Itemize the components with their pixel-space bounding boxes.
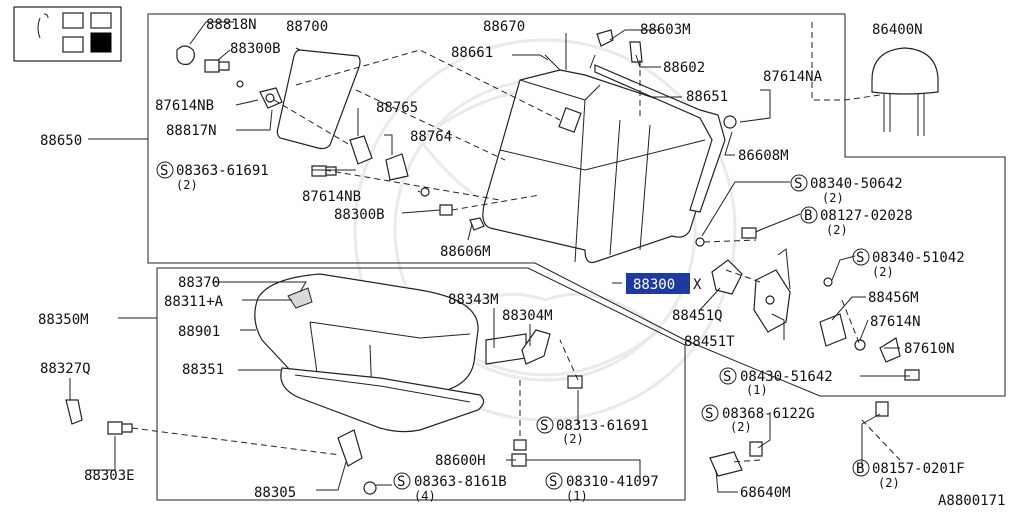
label-08127-02028[interactable]: 08127-02028 — [820, 208, 913, 224]
vehicle-location-icon — [13, 6, 122, 62]
label-87610N[interactable]: 87610N — [904, 341, 955, 357]
b-mark-08127-02028: B — [804, 208, 812, 224]
label-88311-A[interactable]: 88311+A — [164, 294, 224, 310]
label-88765[interactable]: 88765 — [376, 100, 418, 116]
qty-08340-51042: (2) — [872, 265, 894, 279]
label-08368-6122G[interactable]: 08368-6122G — [722, 406, 815, 422]
label-88300B-a[interactable]: 88300B — [230, 41, 281, 57]
label-88817N[interactable]: 88817N — [166, 123, 217, 139]
qty-08340-50642: (2) — [822, 191, 844, 205]
label-88451Q[interactable]: 88451Q — [672, 308, 723, 324]
s-mark-08313-61691: S — [540, 418, 548, 434]
highlight-88300 — [626, 273, 690, 294]
label-86400N[interactable]: 86400N — [872, 22, 923, 38]
label-88451T[interactable]: 88451T — [684, 334, 735, 350]
part-labels: 88818N 88700 88670 88603M 86400N 88300B … — [38, 17, 1005, 509]
qty-08368-6122G: (2) — [730, 420, 752, 434]
s-mark-08340-51042: S — [856, 250, 864, 266]
label-88327Q[interactable]: 88327Q — [40, 361, 91, 377]
b-mark-08157-0201F: B — [856, 461, 864, 477]
label-68640M[interactable]: 68640M — [740, 485, 791, 501]
seat-back-assembly — [482, 54, 726, 264]
label-88603M[interactable]: 88603M — [640, 22, 691, 38]
label-88600H[interactable]: 88600H — [435, 453, 486, 469]
label-08310-41097[interactable]: 08310-41097 — [566, 474, 659, 490]
label-88351[interactable]: 88351 — [182, 362, 224, 378]
label-88300B-b[interactable]: 88300B — [334, 207, 385, 223]
label-88304M[interactable]: 88304M — [502, 308, 553, 324]
label-88350M[interactable]: 88350M — [38, 312, 89, 328]
label-88650[interactable]: 88650 — [40, 133, 82, 149]
s-mark-08368-6122G: S — [705, 406, 713, 422]
s-mark-08310-41097: S — [549, 474, 557, 490]
label-88305[interactable]: 88305 — [254, 485, 296, 501]
label-88456M[interactable]: 88456M — [868, 290, 919, 306]
label-88343M[interactable]: 88343M — [448, 292, 499, 308]
label-88700[interactable]: 88700 — [286, 19, 328, 35]
s-mark-08363-8161B: S — [397, 474, 405, 490]
qty-08363-8161B: (4) — [414, 489, 436, 503]
label-88370[interactable]: 88370 — [178, 275, 220, 291]
label-08340-50642[interactable]: 08340-50642 — [810, 176, 903, 192]
seat-cushion-assembly — [65, 273, 889, 495]
leader-lines — [69, 21, 910, 493]
label-86608M[interactable]: 86608M — [738, 148, 789, 164]
qty-08310-41097: (1) — [566, 489, 588, 503]
label-88651[interactable]: 88651 — [686, 89, 728, 105]
label-88602[interactable]: 88602 — [663, 60, 705, 76]
label-87614NA[interactable]: 87614NA — [763, 69, 823, 85]
label-88303E[interactable]: 88303E — [84, 468, 135, 484]
s-mark-08363-61691: S — [160, 163, 168, 179]
s-mark-08340-50642: S — [794, 176, 802, 192]
headrest-86400N — [871, 47, 939, 136]
label-08363-8161B[interactable]: 08363-8161B — [414, 474, 507, 490]
label-88606M[interactable]: 88606M — [440, 244, 491, 260]
label-08363-61691[interactable]: 08363-61691 — [176, 163, 269, 179]
label-87614NB-b[interactable]: 87614NB — [302, 189, 361, 205]
back-pad-88700 — [276, 49, 361, 150]
qty-08127-02028: (2) — [826, 223, 848, 237]
label-87614NB-a[interactable]: 87614NB — [155, 98, 214, 114]
diagram-code: A8800171 — [938, 493, 1005, 509]
qty-08430-51642: (1) — [746, 383, 768, 397]
label-87614N[interactable]: 87614N — [870, 314, 921, 330]
qty-08363-61691: (2) — [176, 178, 198, 192]
label-88300-highlighted[interactable]: 88300 — [633, 277, 675, 293]
label-88670[interactable]: 88670 — [483, 19, 525, 35]
label-08430-51642[interactable]: 08430-51642 — [740, 369, 833, 385]
upper-hardware — [176, 29, 737, 231]
label-88818N[interactable]: 88818N — [206, 17, 257, 33]
s-mark-08430-51642: S — [723, 369, 731, 385]
recliner-mechanism — [695, 227, 920, 381]
label-08340-51042[interactable]: 08340-51042 — [872, 250, 965, 266]
label-88661[interactable]: 88661 — [451, 45, 493, 61]
label-88901[interactable]: 88901 — [178, 324, 220, 340]
label-08157-0201F[interactable]: 08157-0201F — [872, 461, 965, 477]
qty-08157-0201F: (2) — [878, 476, 900, 490]
qty-08313-61691: (2) — [562, 432, 584, 446]
label-08313-61691[interactable]: 08313-61691 — [556, 418, 649, 434]
frames — [147, 13, 1006, 501]
x-mark: X — [693, 277, 702, 293]
label-88764[interactable]: 88764 — [410, 129, 452, 145]
